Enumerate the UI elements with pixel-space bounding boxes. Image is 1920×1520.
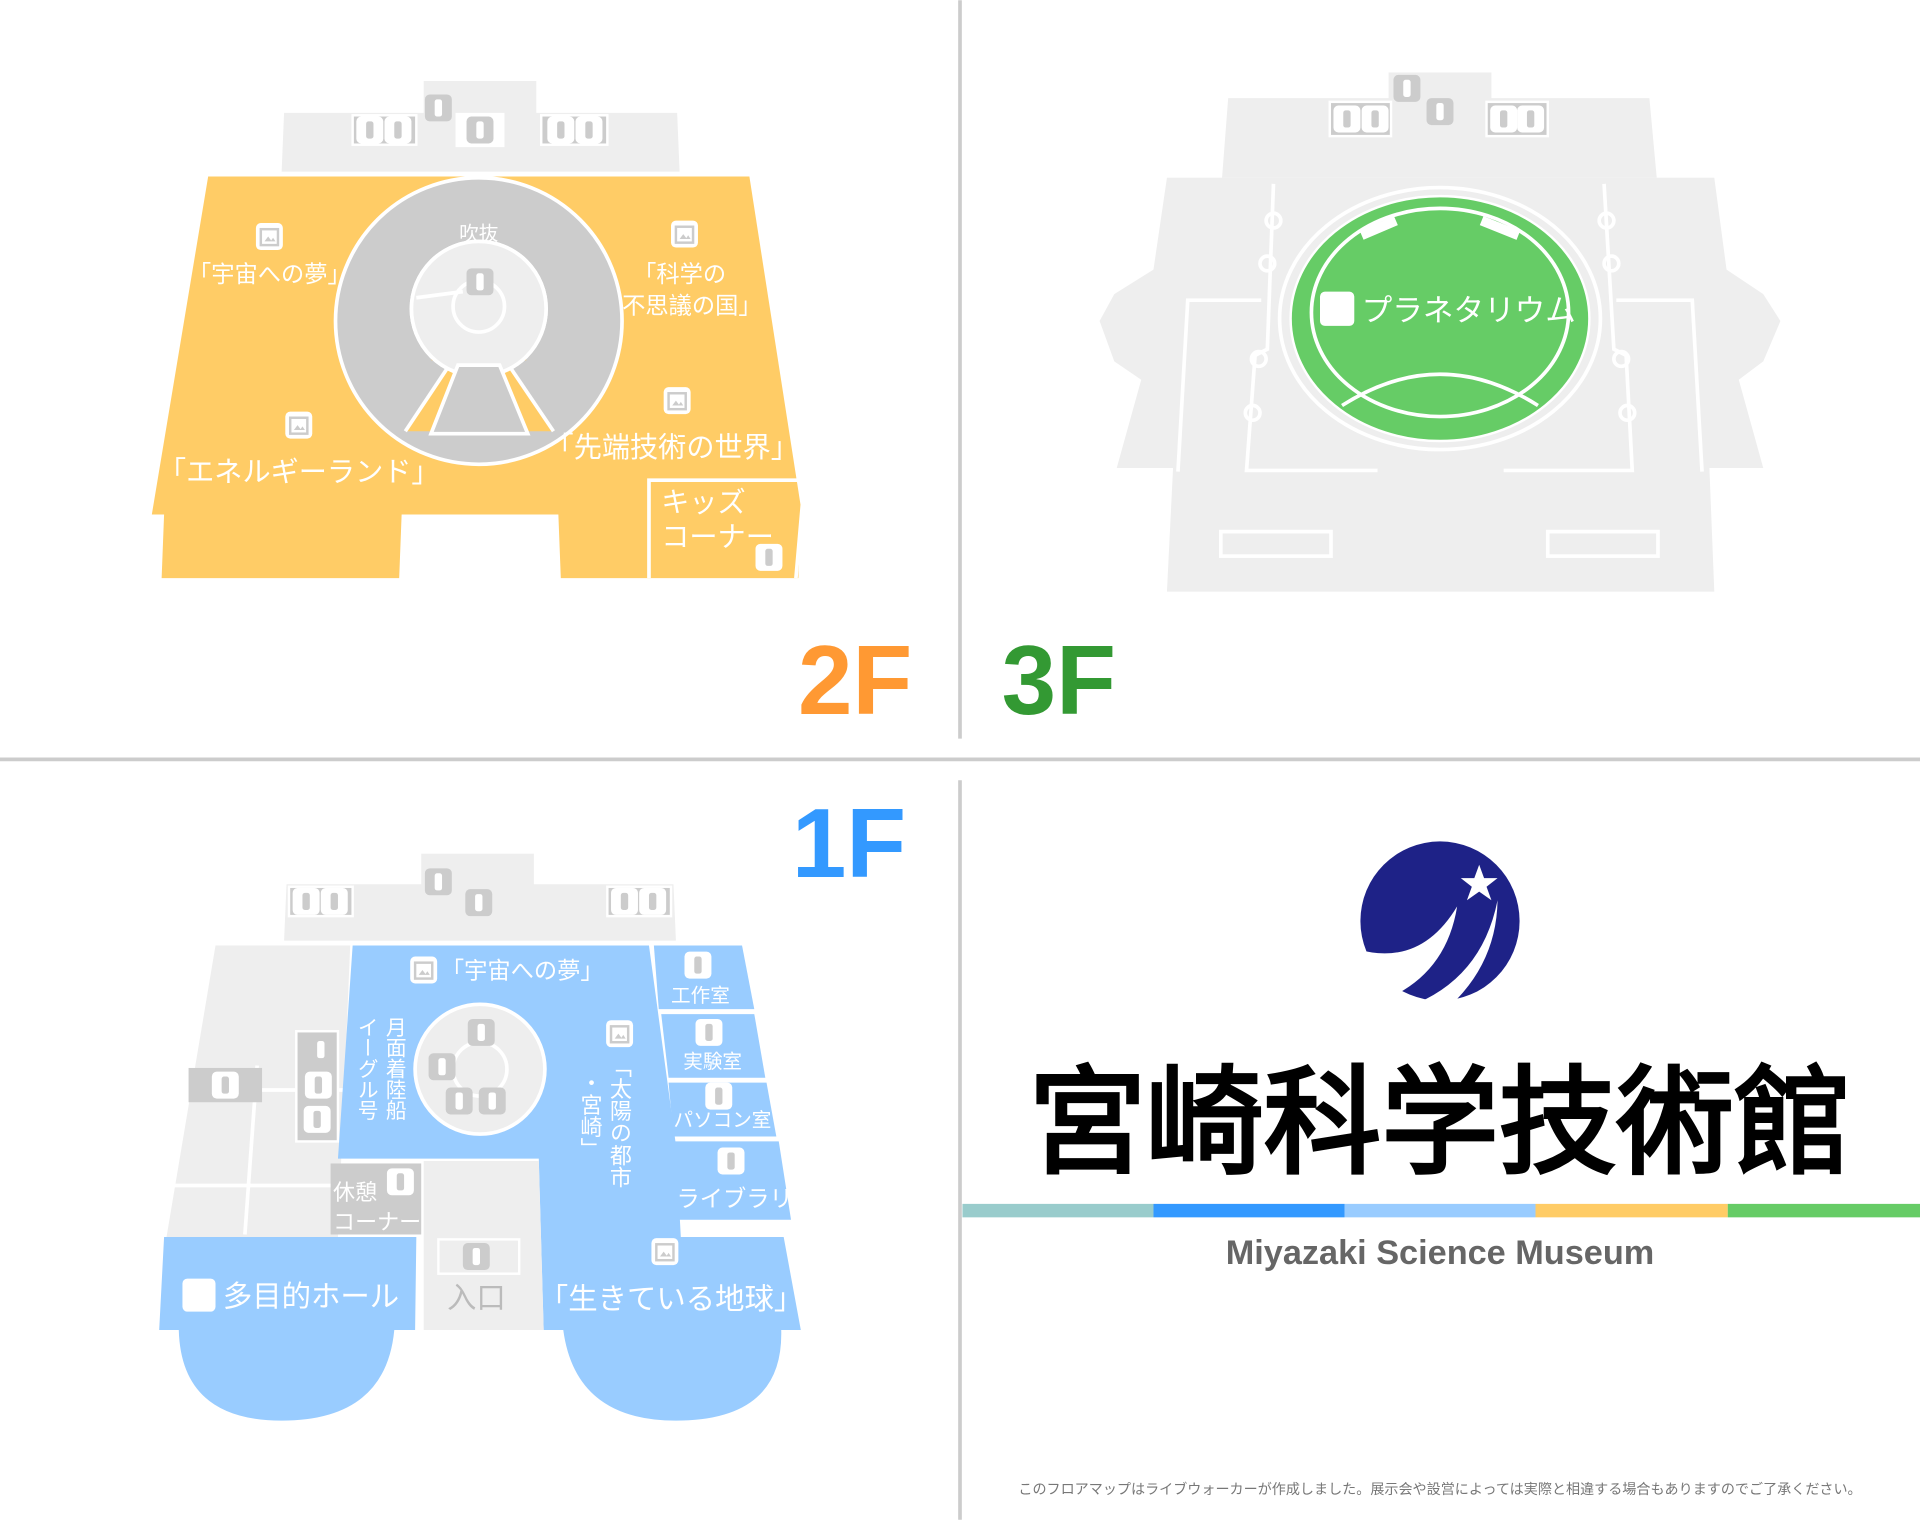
entrance-label: 入口 xyxy=(447,1281,506,1315)
floor-1f-map: 1F xyxy=(159,788,906,1421)
elevator-icon xyxy=(1426,98,1454,126)
floor-label-1f: 1F xyxy=(792,788,906,898)
baby-care-icon xyxy=(307,1036,335,1064)
restroom-icon xyxy=(303,1105,331,1133)
information-icon xyxy=(705,1082,733,1110)
zone-label: プラネタリウム xyxy=(1362,294,1576,329)
zone-label: キッズ xyxy=(661,486,745,519)
baby-care-icon xyxy=(320,887,348,915)
room-label: 工作室 xyxy=(671,984,730,1007)
zone-label-vertical: ・宮崎」 xyxy=(576,1072,602,1160)
elevator-icon xyxy=(465,889,493,917)
aed-icon xyxy=(428,1053,456,1081)
locker-icon xyxy=(445,1087,473,1115)
museum-title-en: Miyazaki Science Museum xyxy=(1226,1234,1655,1272)
floor-label-3f: 3F xyxy=(1002,625,1116,735)
restroom-icon xyxy=(292,887,320,915)
zone-label: 不思議の国」 xyxy=(622,293,762,320)
baby-care-icon xyxy=(356,116,384,144)
museum-title-ja: 宮崎科学技術館 xyxy=(1029,1054,1852,1191)
seat-icon xyxy=(1320,291,1355,326)
wheelchair-icon xyxy=(611,887,638,915)
footer-note: このフロアマップはライブウォーカーが作成しました。展示会や設営によっては実際と相… xyxy=(1018,1481,1861,1498)
information-icon xyxy=(478,1087,506,1115)
floor-2f-map: 吹抜 「宇宙への夢」 「科学の 不思議の国」 「エネルギーランド」 「先端技術の… xyxy=(151,81,912,735)
room-label: 実験室 xyxy=(683,1050,742,1073)
baby-care-icon xyxy=(1333,105,1361,133)
womens-restroom-icon xyxy=(1361,105,1389,133)
room-label: ライブラリ xyxy=(677,1185,793,1212)
exhibit-icon xyxy=(662,385,692,416)
zone-label: 「エネルギーランド」 xyxy=(158,455,440,488)
workshop-icon xyxy=(684,951,712,979)
zone-label-vertical: 「太陽の都市 xyxy=(606,1056,632,1189)
room-label: 休憩 xyxy=(333,1181,377,1206)
mens-restroom-icon xyxy=(1490,105,1518,133)
wheelchair-icon xyxy=(304,1071,332,1099)
lab-icon xyxy=(695,1018,723,1046)
escalator-icon xyxy=(466,268,494,296)
baby-bottle-icon xyxy=(755,543,783,571)
escalator-icon xyxy=(1393,74,1421,102)
seat-icon xyxy=(182,1278,216,1312)
escalator-icon xyxy=(467,1018,495,1046)
baby-care-icon xyxy=(575,116,603,144)
zone-label: 「宇宙への夢」 xyxy=(441,958,604,985)
baby-care-icon xyxy=(1517,105,1545,133)
zone-label: 「宇宙への夢」 xyxy=(188,261,351,288)
elevator-icon xyxy=(466,116,494,144)
exhibit-icon xyxy=(254,221,285,252)
escalator-icon xyxy=(424,94,452,122)
library-icon xyxy=(717,1147,745,1175)
escalator-icon xyxy=(424,868,452,896)
zone-label-vertical: イーグル号 xyxy=(354,1017,378,1121)
room-label: コーナー xyxy=(333,1211,421,1236)
exhibit-icon xyxy=(669,219,700,249)
exhibit-icon xyxy=(284,410,314,440)
room-label: パソコン室 xyxy=(673,1109,771,1132)
zone-label: 「生きている地球」 xyxy=(539,1282,803,1316)
atrium-label: 吹抜 xyxy=(459,222,498,245)
zone-label: 「科学の xyxy=(633,261,726,288)
color-stripe xyxy=(962,1203,1920,1218)
zone-label: コーナー xyxy=(661,520,774,553)
zone-label-vertical: 月面着陸船 xyxy=(382,1017,406,1121)
floor-3f-map: プラネタリウム 3F xyxy=(1002,69,1781,735)
exhibit-icon xyxy=(604,1018,635,1049)
planetarium-area xyxy=(1289,194,1591,443)
exhibit-icon xyxy=(650,1236,680,1267)
zone-label: 多目的ホール xyxy=(223,1280,399,1314)
baby-bottle-icon xyxy=(211,1071,239,1099)
museum-logo xyxy=(1356,841,1520,1029)
sofa-icon xyxy=(386,1168,414,1196)
mens-restroom-icon xyxy=(547,116,575,144)
womens-restroom-icon xyxy=(384,116,412,144)
museum-branding: 宮崎科学技術館 Miyazaki Science Museum xyxy=(962,841,1920,1272)
exhibit-icon xyxy=(408,955,439,985)
zone-label: 「先端技術の世界」 xyxy=(546,431,799,464)
entrance-door-icon xyxy=(462,1243,490,1270)
baby-care-icon xyxy=(639,887,667,915)
floor-label-2f: 2F xyxy=(798,625,912,735)
